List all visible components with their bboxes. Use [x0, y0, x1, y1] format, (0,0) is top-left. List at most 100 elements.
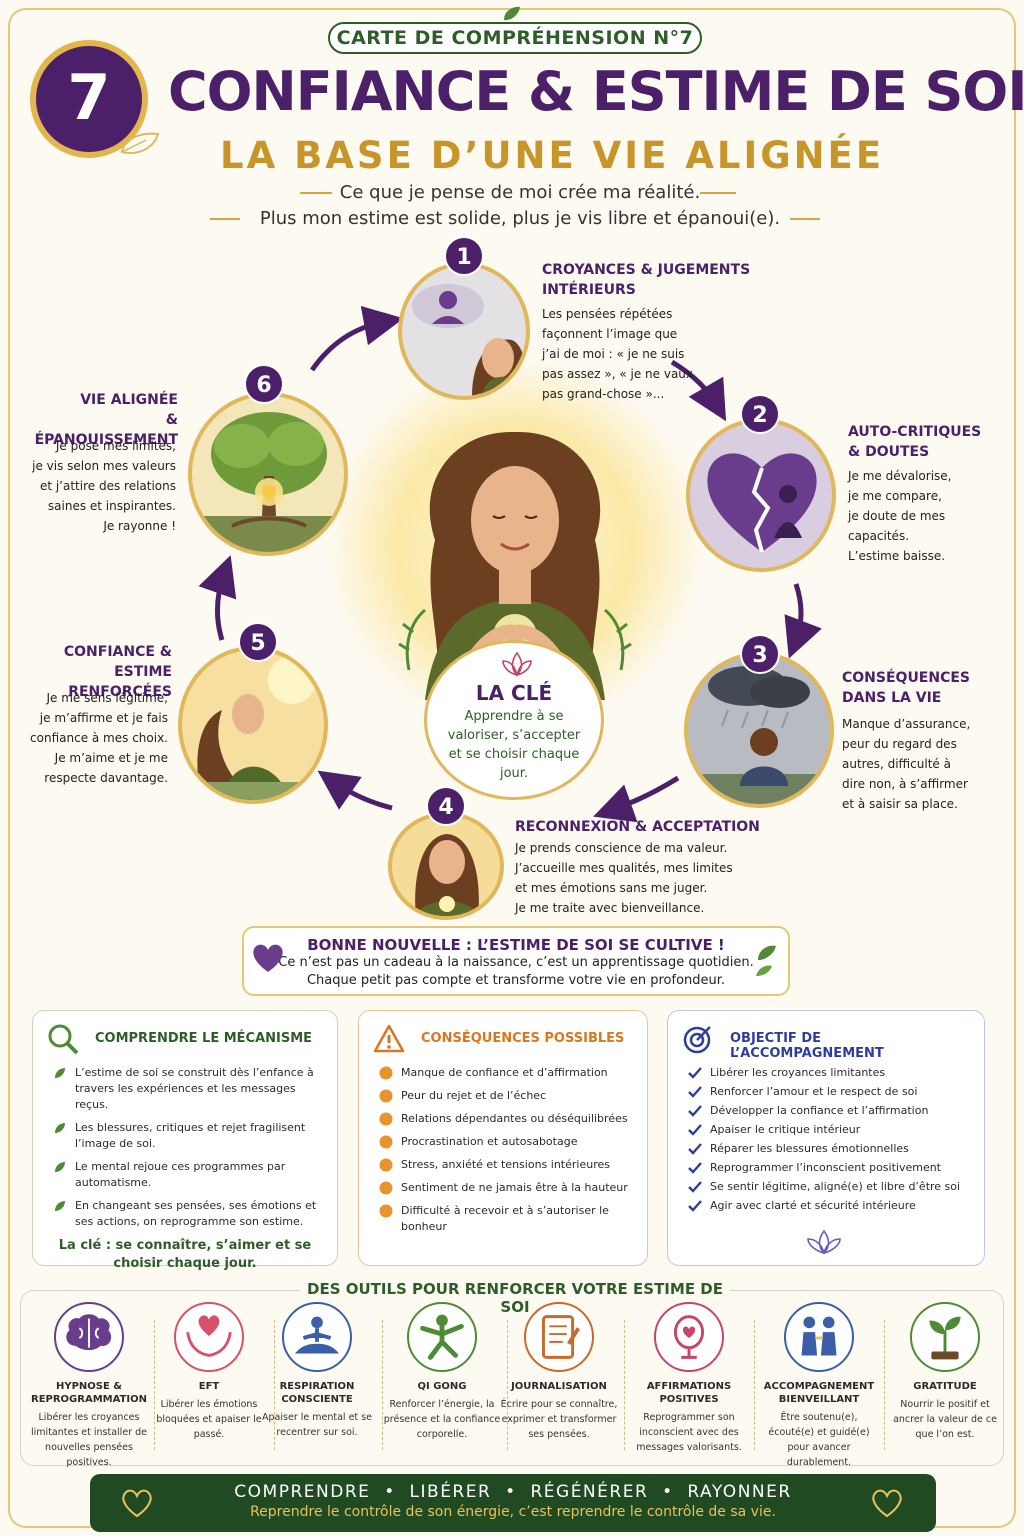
list-item: Sentiment de ne jamais être à la hauteur: [375, 1180, 631, 1196]
page-subtitle: LA BASE D’UNE VIE ALIGNÉE: [220, 134, 885, 177]
step-3-title-line-1: CONSÉQUENCES: [842, 670, 971, 686]
list-item-text: Sentiment de ne jamais être à la hauteur: [401, 1181, 628, 1194]
heart-icon: [253, 944, 283, 972]
tool-name: AFFIRMATIONS POSITIVES: [646, 1381, 732, 1405]
list-item-text: Se sentir légitime, aligné(e) et libre d…: [710, 1180, 961, 1193]
list-item-text: Libérer les croyances limitantes: [710, 1066, 886, 1079]
tool-description: Nourrir le positif et ancrer la valeur d…: [893, 1399, 997, 1440]
step-6-text: Je pose mes limites, je vis selon mes va…: [20, 436, 176, 536]
card-label: CARTE DE COMPRÉHENSION N°7: [328, 22, 702, 54]
divider-left-2: [210, 218, 240, 220]
tool-description: Écrire pour se connaître, exprimer et tr…: [500, 1399, 618, 1440]
step-3-text-line: peur du regard des: [842, 737, 957, 751]
step-6-text-line: je vis selon mes valeurs: [32, 459, 176, 473]
step-3-title: CONSÉQUENCES DANS LA VIE: [842, 668, 1012, 708]
step-5-text-line: Je me sens légitime,: [46, 691, 168, 705]
leaf-outline-icon: [120, 132, 160, 154]
list-item: En changeant ses pensées, ses émotions e…: [49, 1198, 321, 1230]
list-item: Agir avec clarté et sécurité intérieure: [684, 1198, 968, 1214]
tool-separator: [154, 1320, 155, 1450]
list-item: Réparer les blessures émotionnelles: [684, 1141, 968, 1157]
check-icon: [688, 1162, 702, 1174]
step-4-title: RECONNEXION & ACCEPTATION: [515, 819, 760, 835]
step-6-text-line: Je rayonne !: [103, 519, 176, 533]
step-4-illustration: [388, 812, 504, 920]
step-2-title-line-1: AUTO-CRITIQUES: [848, 424, 982, 440]
footer-word: RAYONNER: [687, 1482, 792, 1502]
step-1-title: CROYANCES & JUGEMENTS INTÉRIEURS: [542, 260, 762, 300]
step-6-number: 6: [244, 364, 284, 404]
step-4-text-line: et mes émotions sans me juger.: [515, 881, 708, 895]
good-news-title: BONNE NOUVELLE : L’ESTIME DE SOI SE CULT…: [307, 936, 725, 954]
consequences-list: Manque de confiance et d’affirmation Peu…: [375, 1065, 631, 1235]
meditation-icon: [282, 1302, 352, 1372]
tool-description: Libérer les émotions bloquées et apaiser…: [156, 1399, 262, 1440]
panel-objective-title: OBJECTIF DE L’ACCOMPAGNEMENT: [730, 1031, 884, 1061]
orange-dot-icon: [379, 1181, 393, 1195]
footer-word: RÉGÉNÉRER: [530, 1482, 649, 1502]
orange-dot-icon: [379, 1135, 393, 1149]
magnifier-icon: [48, 1024, 79, 1055]
list-item: Apaiser le critique intérieur: [684, 1122, 968, 1138]
list-item-text: Apaiser le critique intérieur: [710, 1123, 861, 1136]
step-1-title-line-1: CROYANCES & JUGEMENTS: [542, 262, 751, 278]
cycle-arrows: [198, 305, 822, 823]
tool-name: RESPIRATION CONSCIENTE: [279, 1381, 355, 1405]
sprout-icon: [910, 1302, 980, 1372]
heart-outline-icon: [872, 1489, 902, 1518]
hands-heart-icon: [174, 1302, 244, 1372]
step-6-title-line-2: & ÉPANOUISSEMENT: [34, 412, 178, 448]
leaf-bullet-icon: [55, 1068, 65, 1078]
leaves-icon: [756, 945, 776, 976]
orange-dot-icon: [379, 1089, 393, 1103]
tool-name: JOURNALISATION: [511, 1381, 607, 1392]
list-item: L’estime de soi se construit dès l’enfan…: [49, 1065, 321, 1113]
step-4-text-line: J’accueille mes qualités, mes limites: [515, 861, 733, 875]
leaf-bullet-icon: [55, 1162, 65, 1172]
footer-word: COMPRENDRE: [234, 1482, 371, 1502]
people-icon: [784, 1302, 854, 1372]
list-item-text: Reprogrammer l’inconscient positivement: [710, 1161, 941, 1174]
tagline: Ce que je pense de moi crée ma réalité. …: [230, 180, 810, 232]
list-item-text: Réparer les blessures émotionnelles: [710, 1142, 909, 1155]
list-item-text: Développer la confiance et l’affirmation: [710, 1104, 929, 1117]
step-5-title-line-1: CONFIANCE &: [63, 644, 172, 660]
mirror-heart-icon: [654, 1302, 724, 1372]
step-5-title-line-2: ESTIME RENFORCÉES: [68, 664, 172, 700]
step-5-title: CONFIANCE & ESTIME RENFORCÉES: [20, 642, 172, 702]
step-4-text-line: Je prends conscience de ma valeur.: [515, 841, 728, 855]
key-medallion: LA CLÉ Apprendre à se valoriser, s’accep…: [424, 640, 604, 800]
footer-sep: •: [505, 1482, 517, 1502]
step-2-number: 2: [740, 394, 780, 434]
tool-name: QI GONG: [417, 1381, 467, 1392]
panel-mechanism: COMPRENDRE LE MÉCANISME L’estime de soi …: [32, 1010, 338, 1271]
list-item-text: Relations dépendantes ou déséquilibrées: [401, 1112, 628, 1125]
footer-word: LIBÉRER: [409, 1482, 492, 1502]
step-1-illustration: [398, 262, 530, 400]
list-item-text: Agir avec clarté et sécurité intérieure: [710, 1199, 916, 1212]
tool-name: HYPNOSE & REPROGRAMMATION: [31, 1381, 147, 1405]
check-icon: [688, 1181, 702, 1193]
tool-description: Renforcer l’énergie, la présence et la c…: [383, 1399, 501, 1440]
mechanism-footer: La clé : se connaître, s’aimer et se cho…: [58, 1238, 312, 1271]
footer-subline: Reprendre le contrôle de son énergie, c’…: [250, 1504, 776, 1520]
leaf-bullet-icon: [55, 1201, 65, 1211]
check-icon: [688, 1105, 702, 1117]
heart-outline-icon: [122, 1489, 152, 1518]
list-item: Développer la confiance et l’affirmation: [684, 1103, 968, 1119]
step-2-title: AUTO-CRITIQUES & DOUTES: [848, 422, 1008, 462]
list-item-text: Peur du rejet et de l’échec: [401, 1089, 547, 1102]
footer-sep: •: [384, 1482, 396, 1502]
list-item: Relations dépendantes ou déséquilibrées: [375, 1111, 631, 1127]
step-5-text: Je me sens légitime, je m’affirme et je …: [20, 688, 168, 788]
good-news-line-1: Ce n’est pas un cadeau à la naissance, c…: [278, 955, 754, 970]
step-3-text-line: dire non, à s’affirmer: [842, 777, 968, 791]
list-item-text: En changeant ses pensées, ses émotions e…: [75, 1199, 317, 1228]
step-5-text-line: je m’affirme et je fais: [39, 711, 168, 725]
good-news-line-2: Chaque petit pas compte et transforme vo…: [306, 973, 726, 988]
lotus-icon: [502, 651, 532, 677]
step-5-number: 5: [238, 622, 278, 662]
list-item-text: Stress, anxiété et tensions intérieures: [401, 1158, 610, 1171]
